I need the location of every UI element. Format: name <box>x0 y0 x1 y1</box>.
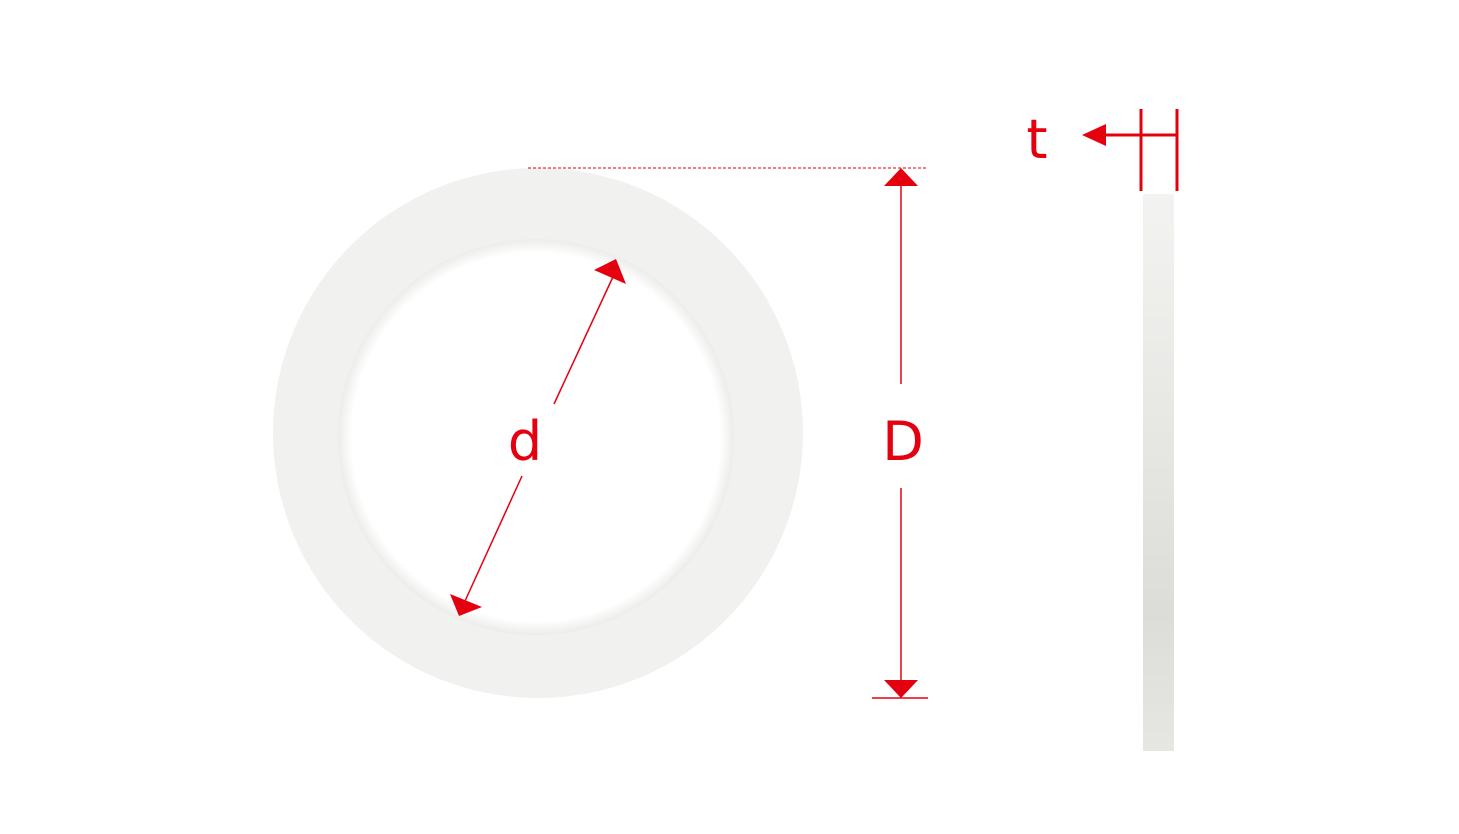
washer-side-view <box>1143 194 1174 751</box>
washer-front-view <box>273 168 803 698</box>
thickness-label: t <box>1026 108 1047 171</box>
inner-diameter-line-upper <box>553 265 619 405</box>
outer-diameter-label: D <box>882 410 924 473</box>
washer-inner-hole <box>338 239 734 635</box>
outer-diameter-top-arrowhead <box>884 168 918 186</box>
dimension-lines <box>450 109 1179 699</box>
outer-diameter-bottom-arrowhead <box>884 680 918 698</box>
thickness-arrowhead <box>1082 124 1106 146</box>
inner-diameter-label: d <box>508 410 542 473</box>
inner-diameter-upper-arrowhead <box>594 259 626 284</box>
inner-diameter-lower-arrowhead <box>450 594 482 616</box>
inner-diameter-line-lower <box>459 475 523 613</box>
